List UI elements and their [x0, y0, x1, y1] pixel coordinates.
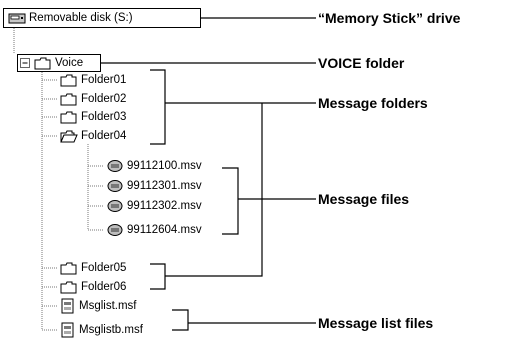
tree-item-folder02[interactable]: Folder02: [60, 91, 126, 107]
folder-label: Folder02: [81, 93, 127, 105]
voice-file-icon: [107, 224, 123, 236]
tree-item-msglistb[interactable]: Msglistb.msf: [60, 322, 143, 338]
collapse-icon[interactable]: [20, 57, 31, 69]
drive-highlight-box: [3, 8, 201, 28]
tree-item-msv-file[interactable]: 99112301.msv: [106, 178, 202, 194]
tree-item-folder04[interactable]: Folder04: [60, 128, 126, 144]
callout-message-folders: Message folders: [318, 95, 428, 111]
list-file-icon: [61, 322, 74, 338]
list-file-icon: [61, 298, 74, 314]
voice-highlight-box: [17, 54, 101, 72]
folder-icon: [60, 111, 77, 124]
tree-item-drive[interactable]: Removable disk (S:): [8, 10, 133, 26]
drive-label: Removable disk (S:): [29, 12, 133, 24]
file-label: 99112604.msv: [127, 224, 202, 236]
tree-item-msv-file[interactable]: 99112604.msv: [106, 222, 202, 238]
voice-file-icon: [107, 200, 123, 212]
tree-item-msglist[interactable]: Msglist.msf: [60, 298, 137, 314]
voice-file-icon: [107, 180, 123, 192]
open-folder-icon: [60, 130, 78, 143]
tree-item-folder06[interactable]: Folder06: [60, 279, 126, 295]
callout-drive: “Memory Stick” drive: [318, 10, 461, 26]
tree-item-voice[interactable]: Voice: [20, 55, 83, 71]
folder-icon: [60, 74, 77, 87]
voice-label: Voice: [55, 57, 84, 69]
folder-icon: [60, 281, 77, 294]
tree-item-msv-file[interactable]: 99112100.msv: [106, 158, 202, 174]
tree-item-folder05[interactable]: Folder05: [60, 260, 126, 276]
folder-label: Folder03: [81, 111, 127, 123]
tree-item-folder03[interactable]: Folder03: [60, 109, 126, 125]
file-label: 99112100.msv: [127, 160, 202, 172]
file-label: 99112302.msv: [127, 200, 202, 212]
folder-label: Folder05: [81, 262, 127, 274]
callout-message-list-files: Message list files: [318, 315, 434, 331]
callout-message-files: Message files: [318, 191, 410, 207]
file-label: Msglistb.msf: [79, 324, 143, 336]
file-label: Msglist.msf: [79, 300, 137, 312]
folder-label: Folder04: [81, 130, 127, 142]
tree-item-msv-file[interactable]: 99112302.msv: [106, 198, 202, 214]
tree-item-folder01[interactable]: Folder01: [60, 72, 126, 88]
callout-voice-folder: VOICE folder: [318, 55, 405, 71]
folder-icon: [34, 57, 51, 70]
voice-file-icon: [107, 160, 123, 172]
file-label: 99112301.msv: [127, 180, 202, 192]
folder-icon: [60, 93, 77, 106]
removable-disk-icon: [8, 13, 26, 24]
folder-label: Folder06: [81, 281, 127, 293]
folder-label: Folder01: [81, 74, 127, 86]
folder-icon: [60, 262, 77, 275]
